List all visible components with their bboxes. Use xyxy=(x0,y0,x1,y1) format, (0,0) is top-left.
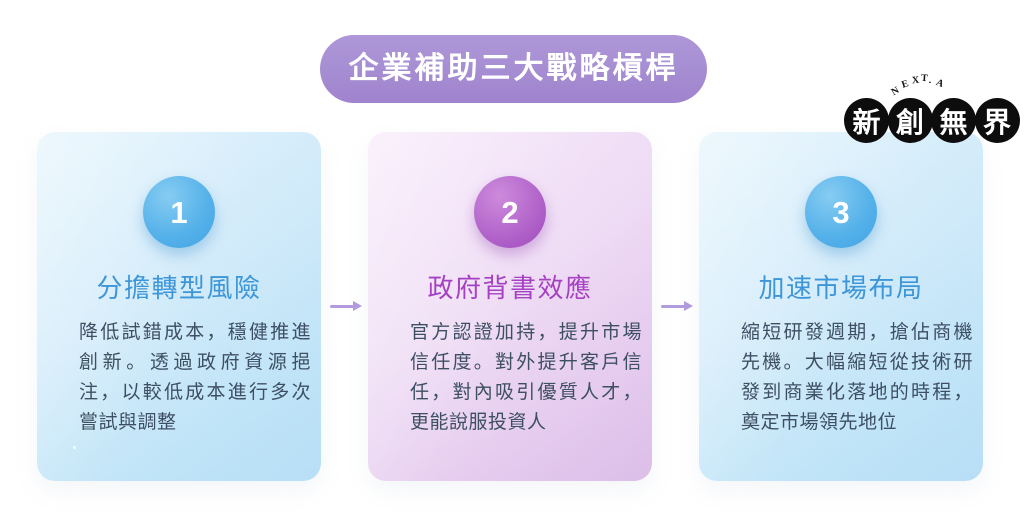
step-number-badge: 3 xyxy=(805,176,877,248)
step-number: 2 xyxy=(501,194,519,230)
step-number: 1 xyxy=(170,194,188,230)
logo-circle-char: 創 xyxy=(887,98,933,143)
logo-arc-letter: . xyxy=(927,74,933,87)
arrow-head xyxy=(353,300,362,311)
logo-arc-letter: E xyxy=(900,78,911,91)
logo-circle-char: 無 xyxy=(931,98,976,143)
step-body: 官方認證加持，提升市場信任度。對外提升客戶信任，對內吸引優質人才，更能說服投資人 xyxy=(410,322,642,433)
logo-arc-letter: A xyxy=(934,77,946,90)
step-heading: 加速市場布局 xyxy=(758,273,924,303)
arrow-shaft xyxy=(330,304,355,308)
logo-circle-char: 界 xyxy=(974,98,1020,143)
arrow-right-icon xyxy=(330,296,362,316)
step-body: 降低試錯成本，穩健推進創新。透過政府資源挹注，以較低成本進行多次嘗試與調整 xyxy=(79,322,311,433)
step-card-2: 2 政府背書效應 官方認證加持，提升市場信任度。對外提升客戶信任，對內吸引優質人… xyxy=(368,132,652,481)
step-card-1: 1 分擔轉型風險 降低試錯成本，穩健推進創新。透過政府資源挹注，以較低成本進行多… xyxy=(37,132,321,481)
logo-circles: 新 創 無 界 xyxy=(844,98,1020,143)
page-title: 企業補助三大戰略槓桿 xyxy=(348,52,679,85)
logo-circle-char: 新 xyxy=(844,98,889,143)
step-card-3: 3 加速市場布局 縮短研發週期，搶佔商機先機。大幅縮短從技術研發到商業化落地的時… xyxy=(699,132,983,481)
arrow-head xyxy=(684,300,693,311)
arrow-shaft xyxy=(661,304,686,308)
step-heading: 分擔轉型風險 xyxy=(96,273,262,303)
image-speck xyxy=(73,446,76,449)
step-number-badge: 1 xyxy=(143,176,215,248)
step-body: 縮短研發週期，搶佔商機先機。大幅縮短從技術研發到商業化落地的時程，奠定市場領先地… xyxy=(741,322,973,433)
step-number: 3 xyxy=(832,194,850,230)
logo-arc-letter: X xyxy=(911,74,920,87)
step-number-badge: 2 xyxy=(474,176,546,248)
logo-arc-letter: T xyxy=(920,72,929,85)
step-heading: 政府背書效應 xyxy=(427,273,593,303)
title-banner: 企業補助三大戰略槓桿 xyxy=(320,35,707,103)
logo-arc-letter: N xyxy=(889,84,902,99)
arrow-right-icon xyxy=(661,296,693,316)
